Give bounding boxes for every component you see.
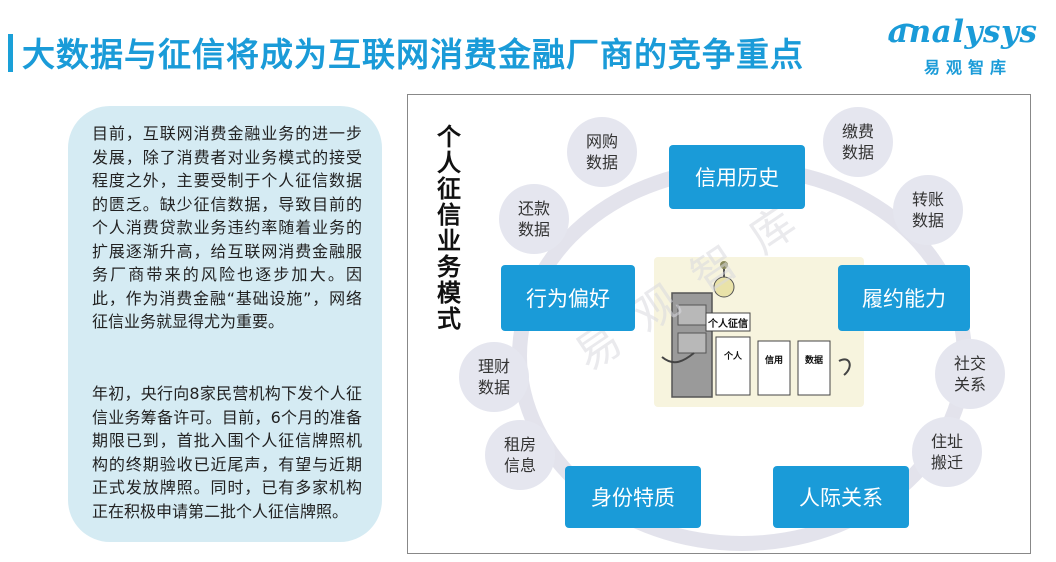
source-label: 理财数据	[478, 356, 510, 398]
module-social-relations: 人际关系	[773, 466, 909, 528]
diagram-vertical-label: 个人征信业务模式	[436, 124, 462, 332]
source-label: 还款数据	[518, 198, 550, 240]
illustration-card-1: 个人	[716, 349, 750, 362]
source-circle-address: 住址搬迁	[912, 417, 982, 487]
paragraph-2: 年初，央行向8家民营机构下发个人征信业务筹备许可。目前，6个月的准备期限已到，首…	[92, 382, 362, 523]
illustration-card-2: 信用	[758, 353, 790, 366]
paragraph-1: 目前，互联网消费金融业务的进一步发展，除了消费者对业务模式的接受程度之外，主要受…	[92, 122, 362, 334]
title-accent-bar	[8, 34, 13, 72]
module-behavior-preference: 行为偏好	[501, 265, 635, 331]
source-label: 转账数据	[912, 189, 944, 231]
source-circle-transfer: 转账数据	[893, 175, 963, 245]
source-label: 社交关系	[954, 353, 986, 395]
source-label: 住址搬迁	[931, 431, 963, 473]
source-circle-social: 社交关系	[935, 339, 1005, 409]
source-label: 租房信息	[504, 434, 536, 476]
source-circle-rental: 租房信息	[485, 420, 555, 490]
module-identity-traits: 身份特质	[565, 466, 701, 528]
logo-chinese: 易观智库	[924, 54, 1012, 78]
illustration-card-3: 数据	[798, 353, 830, 366]
brand-logo: analysys 易观智库	[888, 14, 1038, 80]
source-circle-online-shopping: 网购数据	[567, 117, 637, 187]
module-credit-history: 信用历史	[669, 145, 805, 209]
source-label: 缴费数据	[842, 121, 874, 163]
illustration-sign: 个人征信	[706, 315, 750, 330]
module-performance-ability: 履约能力	[838, 265, 970, 331]
source-circle-payment: 缴费数据	[823, 107, 893, 177]
logo-wordmark: analysys	[888, 14, 1037, 50]
source-circle-finance: 理财数据	[459, 342, 529, 412]
source-label: 网购数据	[586, 131, 618, 173]
source-circle-repayment: 还款数据	[499, 184, 569, 254]
page-title: 大数据与征信将成为互联网消费金融厂商的竞争重点	[22, 28, 804, 76]
